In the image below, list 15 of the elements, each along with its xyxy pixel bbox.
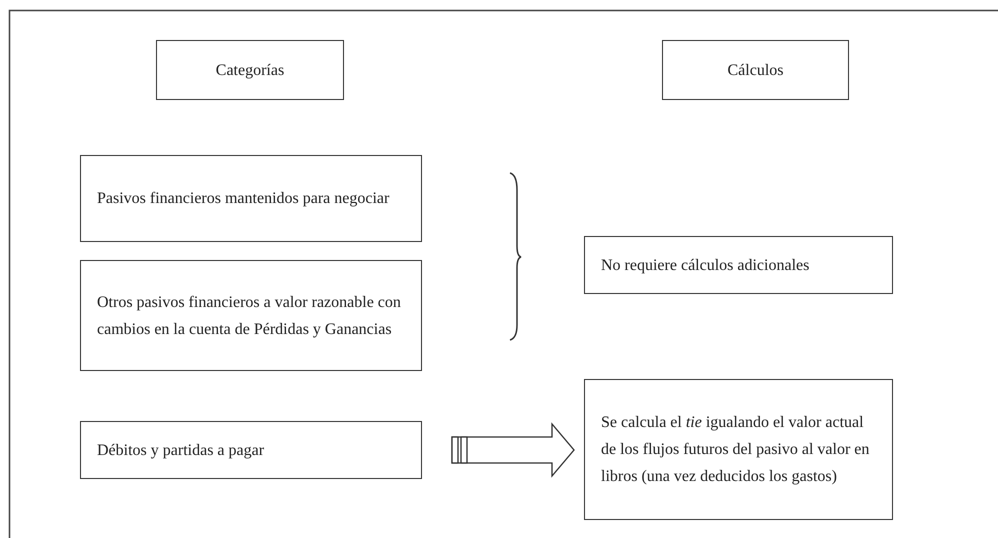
result-box xyxy=(584,236,893,294)
box-text: Categorías xyxy=(216,60,284,80)
category-box xyxy=(80,155,422,242)
box-text: Pasivos financieros mantenidos para negociar xyxy=(97,189,390,209)
box-text: No requiere cálculos adicionales xyxy=(601,256,810,276)
result-box xyxy=(584,379,893,520)
header-box xyxy=(662,40,849,100)
box-text: Débitos y partidas a pagar xyxy=(97,440,264,460)
box-text: Cálculos xyxy=(728,60,784,80)
category-box xyxy=(80,421,422,479)
category-box xyxy=(80,260,422,371)
box-text: Otros pasivos financieros a valor razonable con cambios en la cuenta de Pérdidas y Ganancias xyxy=(97,292,402,340)
header-box xyxy=(156,40,344,100)
box-text: Se calcula el tie igualando el valor actual de los flujos futuros del pasivo al valor en libros (una vez deducidos los gastos) xyxy=(601,413,870,487)
block-arrow xyxy=(451,422,575,478)
